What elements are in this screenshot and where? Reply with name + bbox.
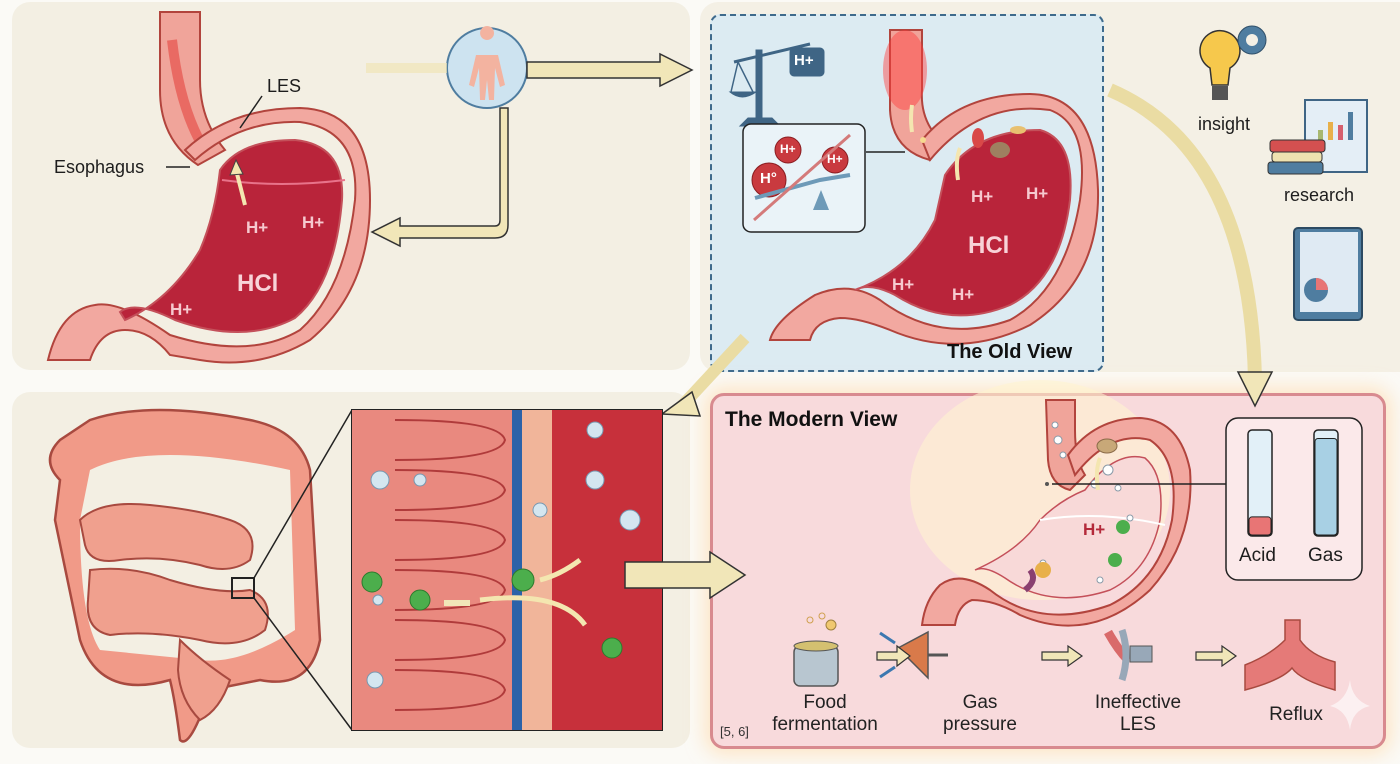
modern-view-title: The Modern View	[725, 408, 898, 431]
hcl-label: HCl	[968, 232, 1010, 259]
citation-reference: [5, 6]	[720, 724, 749, 739]
gas-gauge-label: Gas	[1308, 545, 1343, 566]
ion-label: H+	[246, 218, 269, 237]
step-reflux: Reflux	[1269, 704, 1323, 725]
old-view-title: The Old View	[947, 341, 1073, 363]
acid-gauge-bar-tube	[1247, 429, 1273, 537]
gas-pressure-icon	[878, 630, 948, 680]
scale-weight-label: H+	[794, 52, 814, 69]
ion-label: H+	[1026, 184, 1049, 203]
sparkle-icon	[1330, 680, 1370, 730]
intestine-illustration	[48, 408, 747, 743]
les-valve-icon	[1104, 628, 1153, 682]
inset-ion: H+	[827, 152, 843, 166]
ion-label: H+	[170, 300, 193, 319]
les-label: LES	[267, 76, 302, 96]
acid-gauge-label: Acid	[1239, 545, 1276, 566]
research-label: research	[1284, 185, 1355, 205]
stomach-illustration	[46, 11, 694, 364]
inset-ion: H+	[780, 142, 796, 156]
ion-label: H+	[892, 275, 915, 294]
acid-gauge-bar-fill	[1248, 516, 1272, 536]
journal-icon	[1293, 227, 1363, 321]
reflux-icon	[1244, 619, 1336, 691]
ion-label: H+	[971, 187, 994, 206]
inset-ion: H°	[760, 170, 777, 187]
ion-label: H+	[1083, 520, 1106, 539]
insight-label: insight	[1198, 114, 1251, 134]
ion-label: H+	[952, 285, 975, 304]
flow-arrows	[876, 644, 1238, 668]
hcl-label: HCl	[237, 270, 279, 297]
esophagus-label: Esophagus	[54, 157, 145, 177]
ion-label: H+	[302, 213, 325, 232]
lightbulb-gear-icon	[1199, 25, 1267, 100]
old-view-illustration	[659, 25, 1368, 417]
gas-gauge-bar-fill	[1314, 437, 1338, 536]
cooking-pot-icon	[793, 612, 839, 687]
books-chart-icon	[1267, 99, 1368, 175]
